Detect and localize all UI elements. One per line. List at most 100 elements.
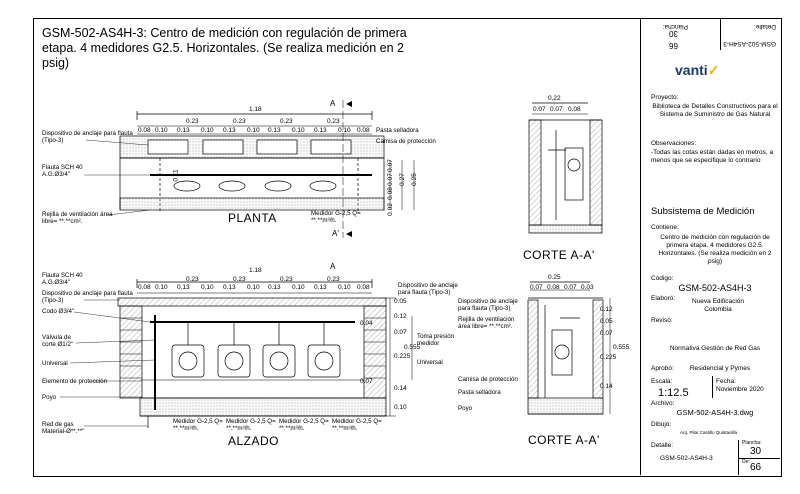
alzado-group-dim: 0.23 — [280, 276, 293, 283]
archivo-value: GSM-502-AS4H-3.dwg — [676, 408, 754, 417]
planta-label-medidor: Medidor G-2,5 Q= **.**m³/h. — [311, 210, 361, 224]
alzado-label-toma: Toma presión medidor — [417, 333, 455, 347]
alzado-label-anclaje-r2: Dispositivo de anclaje para flauta (Tipo… — [458, 298, 518, 312]
planta-seg-dim: 0.08 — [357, 127, 370, 134]
planta-seg-dim: 0.13 — [268, 127, 281, 134]
corte2-right-dim: 0.05 — [600, 318, 613, 325]
planta-vdim: 0.07 — [386, 173, 394, 186]
escala-label: Escala: — [651, 378, 673, 385]
corte2-view — [527, 281, 611, 415]
planta-vdim: 0.27 — [398, 173, 406, 186]
alzado-seg-dim: 0.08 — [138, 284, 151, 291]
reviso-label: Revisó: — [651, 317, 673, 324]
planta-group-dim: 0.23 — [186, 118, 199, 125]
alzado-seg-dim: 0.10 — [155, 284, 168, 291]
alzado-label-elemento: Elemento de protección — [42, 378, 108, 385]
detalle-divider — [738, 440, 739, 475]
planta-view-label: PLANTA — [228, 211, 277, 225]
alzado-right-dim: 0.04 — [360, 320, 373, 327]
corte2-right-dim: 0.14 — [600, 383, 613, 390]
corte2-right-dim: 0.225 — [600, 354, 617, 361]
plancha-value: 30 — [750, 446, 762, 457]
corte2-label-camisa: Camisa de protección — [458, 376, 518, 383]
corte2-right-dim: 0.555 — [613, 344, 630, 351]
rot-num1: 30 — [669, 29, 678, 38]
alzado-seg-dim: 0.13 — [177, 284, 190, 291]
de-label: De: — [742, 459, 750, 465]
alzado-label-universal: Universal — [42, 360, 68, 367]
alzado-label-poyo: Poyo — [42, 394, 57, 401]
corte1-sub-dim: 0.08 — [568, 106, 581, 113]
alzado-seg-dim: 0.13 — [223, 284, 236, 291]
plancha-divider — [738, 458, 780, 459]
planta-label-anclaje: Dispositivo de anclaje para flauta (Tipo… — [42, 130, 133, 144]
logo-text: vanti — [675, 62, 708, 78]
planta-seg-dim: 0.13 — [177, 127, 190, 134]
plancha-label: Plancha: — [742, 440, 762, 446]
contiene-label: Contiene: — [651, 224, 679, 231]
corte2-sub-dim: 0.07 — [530, 284, 543, 291]
corte2-sub-dim: 0.08 — [547, 284, 560, 291]
contiene-value: Centro de medición con regulación de pri… — [658, 234, 772, 265]
planta-section-mark-top: A — [330, 99, 336, 108]
alzado-right-dim: 0.10 — [394, 404, 407, 411]
alzado-label-anclaje: Dispositivo de anclaje para flauta (Tipo… — [42, 290, 133, 304]
alzado-view-label: ALZADO — [228, 434, 280, 448]
corte1-top-dim: 0.22 — [548, 95, 561, 102]
planta-view — [84, 100, 415, 238]
alzado-overall-dim: 1.18 — [249, 267, 262, 274]
alzado-right-dim: 0.07 — [360, 378, 373, 385]
subsistema-title: Subsistema de Medición — [651, 206, 755, 217]
planta-group-dim: 0.23 — [233, 118, 246, 125]
alzado-medidor-label: Medidor G-2,5 Q= **.**m³/h. — [173, 418, 223, 432]
planta-seg-dim: 0.10 — [292, 127, 305, 134]
planta-seg-dim: 0.13 — [223, 127, 236, 134]
planta-vdim: 0.25 — [410, 173, 418, 186]
planta-seg-dim: 0.10 — [155, 127, 168, 134]
aprobo-label: Aprobó: — [651, 365, 674, 372]
corte2-sub-dim: 0.03 — [581, 284, 594, 291]
alzado-seg-dim: 0.10 — [247, 284, 260, 291]
alzado-right-dim: 0.225 — [394, 353, 411, 360]
rot-divider — [720, 18, 721, 50]
observaciones-label: Observaciones: — [651, 140, 697, 147]
planta-vdim: 0.11 — [172, 169, 180, 182]
rot-code: GSM-502-AS4H-3 — [723, 40, 776, 47]
planta-label-pasta: Pasta selladora — [376, 127, 419, 134]
planta-label-camisa: Camisa de protección — [376, 138, 436, 145]
alzado-view — [60, 279, 413, 428]
alzado-seg-dim: 0.13 — [268, 284, 281, 291]
elaboro-label: Elaboró: — [651, 295, 676, 302]
alzado-group-dim: 0.23 — [327, 276, 340, 283]
sheet-border — [33, 18, 782, 477]
corte1-view-label: CORTE A-A' — [523, 248, 595, 262]
planta-seg-dim: 0.13 — [314, 127, 327, 134]
planta-vdim: 0.07 — [386, 159, 394, 172]
rot-detalle-label: Detalle: — [753, 23, 776, 30]
planta-section-mark-bottom: A' — [332, 229, 339, 238]
proyecto-value: Biblioteca de Detalles Constructivos par… — [652, 103, 778, 118]
corte2-sub-dim: 0.07 — [564, 284, 577, 291]
alzado-right-dim: 0.05 — [394, 298, 407, 305]
corte2-right-dim: 0.12 — [600, 306, 613, 313]
corte2-right-dim: 0.07 — [600, 330, 613, 337]
vanti-logo: vanti✓ — [675, 62, 719, 79]
corte1-sub-dim: 0.07 — [533, 106, 546, 113]
alzado-label-codo: Codo Ø3/4" — [42, 308, 75, 315]
corte1-sub-dim: 0.07 — [550, 106, 563, 113]
planta-vdim: 0.02 — [386, 203, 394, 216]
codigo-label: Código: — [651, 275, 674, 282]
corte2-top-dim: 0.25 — [548, 274, 561, 281]
fecha-label: Fecha: — [716, 378, 736, 385]
planta-group-dim: 0.23 — [327, 118, 340, 125]
reviso-value: Normativa Gestión de Red Gas — [669, 345, 761, 352]
planta-seg-dim: 0.10 — [338, 127, 351, 134]
codigo-value: GSM-502-AS4H-3 — [678, 283, 752, 293]
planta-label-rejilla: Rejilla de ventilación área libre= **.**… — [42, 211, 113, 225]
corte1-view — [528, 102, 603, 234]
alzado-medidor-label: Medidor G-2,5 Q= **.**m³/h. — [226, 418, 276, 432]
planta-label-flauta: Flauta SCH 40 A.G.Ø3/4" — [42, 164, 83, 178]
observaciones-value: -Todas las cotas están dadas en metros, … — [651, 149, 774, 164]
alzado-seg-dim: 0.08 — [357, 284, 370, 291]
alzado-label-flauta: Flauta SCH 40 A.G.Ø3/4" — [42, 272, 83, 286]
